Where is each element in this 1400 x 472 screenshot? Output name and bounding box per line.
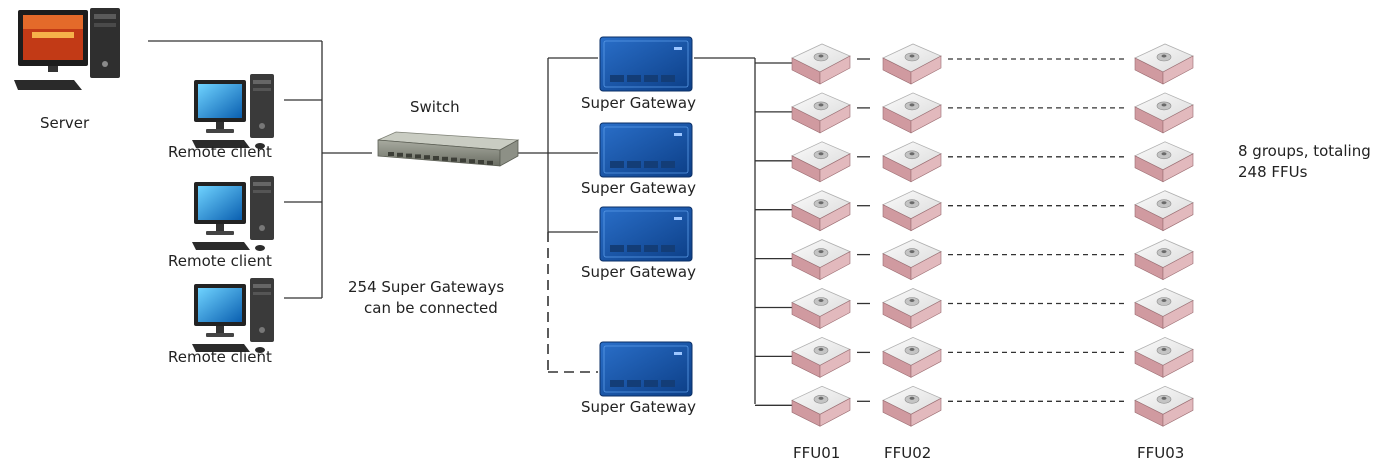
server: Server [14, 8, 120, 132]
switch-port-icon [406, 153, 412, 158]
ffu-unit-icon [791, 239, 851, 281]
switch-port-icon [442, 156, 448, 161]
switch-port-icon [397, 152, 403, 157]
super-gateway-label: Super Gateway [581, 398, 696, 416]
remote-client-label: Remote client [168, 143, 272, 161]
super-gateway-label: Super Gateway [581, 94, 696, 112]
ffu-unit-icon [791, 336, 851, 378]
ffu-unit-icon [791, 288, 851, 329]
groups-note-line1: 8 groups, totaling [1238, 142, 1371, 160]
switch-port-icon [433, 156, 439, 160]
switch-port-icon [469, 159, 475, 164]
gateway-network-wires [518, 57, 598, 373]
switch-note-line2: can be connected [364, 299, 498, 317]
super-gateway-label: Super Gateway [581, 263, 696, 281]
super-gateway-4: Super Gateway [581, 341, 696, 416]
client-network-wires [148, 40, 372, 299]
ffu-grid [791, 43, 1194, 427]
remote-client-2: Remote client [168, 176, 274, 270]
gateway-icon [599, 122, 693, 178]
switch-port-icon [424, 155, 430, 160]
gateway-icon [599, 36, 693, 92]
switch-port-icon [388, 152, 394, 156]
ffu-unit-icon [882, 92, 942, 134]
ffu-unit-icon [1134, 336, 1194, 378]
switch-note-line1: 254 Super Gateways [348, 278, 504, 296]
gateway-icon [599, 341, 693, 397]
server-label: Server [40, 114, 90, 132]
switch-icon [377, 131, 520, 167]
ffu-column-label-ffu02: FFU02 [884, 444, 931, 462]
ffu-unit-icon [882, 239, 942, 281]
super-gateway-label: Super Gateway [581, 179, 696, 197]
switch-port-icon [478, 160, 484, 164]
remote-client-label: Remote client [168, 252, 272, 270]
switch-port-icon [487, 160, 493, 165]
ffu-unit-icon [1134, 239, 1194, 281]
ffu-unit-icon [1134, 141, 1194, 183]
ffu-unit-icon [791, 190, 851, 232]
ffu-unit-icon [1134, 43, 1194, 85]
ffu-unit-icon [1134, 288, 1194, 329]
ffu-unit-icon [882, 336, 942, 378]
ffu-bus-wires [694, 57, 1124, 406]
super-gateway-2: Super Gateway [581, 122, 696, 197]
ffu-unit-icon [791, 141, 851, 183]
computer-icon [192, 278, 274, 353]
ffu-unit-icon [882, 288, 942, 329]
switch-label: Switch [410, 98, 460, 116]
remote-client-3: Remote client [168, 278, 274, 366]
switch: Switch 254 Super Gateways can be connect… [348, 98, 520, 317]
gateway-icon [599, 206, 693, 262]
remote-client-label: Remote client [168, 348, 272, 366]
ffu-unit-icon [1134, 190, 1194, 232]
ffu-unit-icon [791, 92, 851, 134]
ffu-unit-icon [1134, 92, 1194, 134]
groups-note-line2: 248 FFUs [1238, 163, 1308, 181]
ffu-unit-icon [791, 385, 851, 427]
ffu-column-label-ffu03: FFU03 [1137, 444, 1184, 462]
ffu-unit-icon [882, 190, 942, 232]
switch-port-icon [415, 154, 421, 159]
ffu-unit-icon [882, 141, 942, 183]
switch-port-icon [451, 157, 457, 162]
switch-port-icon [460, 158, 466, 163]
super-gateway-1: Super Gateway [581, 36, 696, 112]
server-icon [14, 8, 120, 90]
computer-icon [192, 74, 274, 149]
ffu-column-label-ffu01: FFU01 [793, 444, 840, 462]
ffu-unit-icon [1134, 385, 1194, 427]
remote-client-1: Remote client [168, 74, 274, 161]
ffu-unit-icon [791, 43, 851, 85]
ffu-unit-icon [882, 43, 942, 85]
super-gateway-3: Super Gateway [581, 206, 696, 281]
computer-icon [192, 176, 274, 251]
ffu-unit-icon [882, 385, 942, 427]
